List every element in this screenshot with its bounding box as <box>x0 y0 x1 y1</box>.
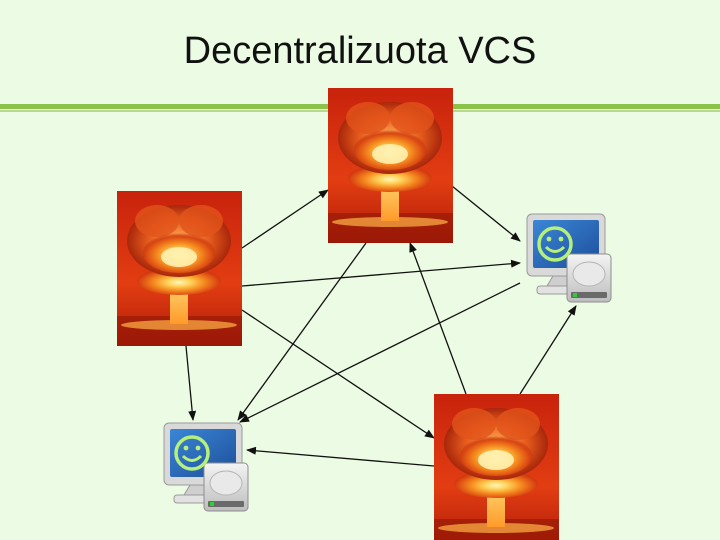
arrow-left-server-to-right-client <box>241 259 521 287</box>
arrow-top-server-to-left-client <box>237 242 367 421</box>
arrow-left-server-to-top-server <box>241 189 329 249</box>
happy-computer-left-icon <box>162 421 250 513</box>
arrows <box>185 185 577 467</box>
explosion-server-top <box>328 88 453 243</box>
explosion-server-bottom <box>434 394 559 540</box>
arrow-left-server-to-left-client <box>185 345 197 421</box>
arrow-bottom-server-to-right-client <box>519 305 577 395</box>
arrow-top-server-to-right-client <box>451 185 521 242</box>
slide-title: Decentralizuota VCS <box>183 30 537 72</box>
arrow-right-client-to-left-client <box>239 282 521 423</box>
arrow-bottom-server-to-top-server <box>409 242 467 395</box>
arrow-bottom-server-to-left-client <box>246 446 435 467</box>
happy-computer-right-icon <box>525 212 613 304</box>
explosion-server-left <box>117 191 242 346</box>
